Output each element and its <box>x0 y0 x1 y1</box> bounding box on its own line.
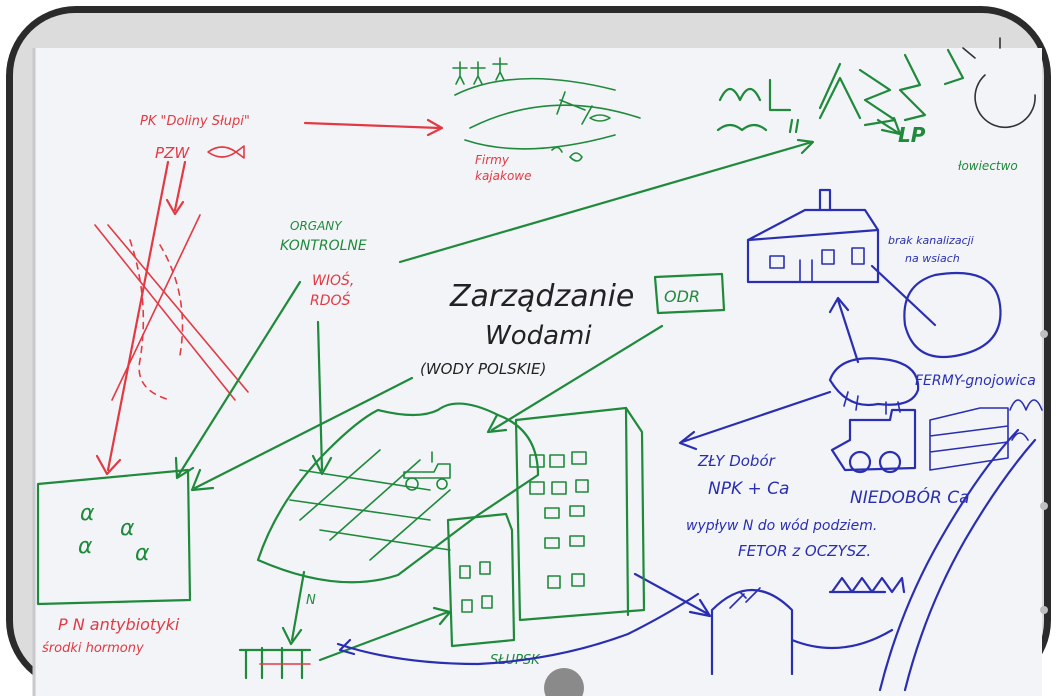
leaching-label: wypływ N do wód podziem. <box>686 518 877 534</box>
pn-label-line1: P N antybiotyki <box>58 615 180 634</box>
arrow-park-to-kayaks <box>303 118 444 137</box>
control-label-line2: KONTROLNE <box>280 238 367 254</box>
fertilizer-label-line2: NPK + Ca <box>708 479 789 499</box>
svg-text:α: α <box>78 534 93 559</box>
arrow-title-to-box <box>190 376 414 492</box>
pn-label-line2: środki hormony <box>42 641 144 656</box>
sewer-label-line1: brak kanalizacji <box>888 234 974 247</box>
kayak-squiggle <box>551 146 583 162</box>
odr-label: ODR <box>664 287 700 306</box>
arrow-odr-to-field <box>486 324 664 434</box>
red-arrow-pk <box>95 160 170 476</box>
binder-hole <box>1040 330 1048 338</box>
arrow-city-to-plant <box>633 572 712 618</box>
tree-icon <box>818 48 965 127</box>
protected-area-box <box>36 468 192 606</box>
svg-text:α: α <box>120 516 135 541</box>
truck-icon <box>830 407 1009 474</box>
river-curve <box>878 428 1037 692</box>
board-clip <box>544 668 584 696</box>
lp-label: LP <box>898 123 926 147</box>
control-label-line3: WIOŚ, <box>312 271 354 289</box>
title-line3: (WODY POLSKIE) <box>420 360 546 378</box>
title-line1: Zarządzanie <box>449 279 634 314</box>
arrow-farm-to-fertilizer <box>678 390 832 451</box>
sewage-pipe <box>870 264 937 327</box>
farm-squiggles <box>1009 399 1043 441</box>
control-label-line1: ORGANY <box>290 219 343 233</box>
river-waves <box>716 78 800 134</box>
alpha-symbols: α α α α <box>78 501 150 566</box>
arrow-farm-to-house <box>828 296 860 364</box>
arrow-field-to-well <box>281 570 306 646</box>
odor-label: FETOR z OCZYSZ. <box>738 542 871 560</box>
sun-icon <box>962 37 1036 129</box>
sewer-label-line2: na wsiach <box>905 252 960 265</box>
arrow-well-to-city <box>318 606 452 662</box>
treatment-plant-icon <box>710 587 794 676</box>
svg-text:α: α <box>80 501 95 526</box>
fish-icon <box>207 145 245 159</box>
binder-hole <box>1040 502 1048 510</box>
kayaks-label-line1: Firmy <box>475 153 510 167</box>
crossed-out-sketch <box>94 214 249 401</box>
pig-icon <box>828 357 920 415</box>
sewage-lake <box>903 271 1002 359</box>
ca-deficit-label: NIEDOBÓR Ca <box>850 486 970 508</box>
binder-hole <box>1040 606 1048 614</box>
title-line2: Wodami <box>485 321 592 351</box>
kayak-icon <box>454 77 641 150</box>
tractor-icon <box>403 451 451 491</box>
farmland-fields <box>256 402 540 584</box>
fertilizer-label-line1: ZŁY Dobór <box>697 452 776 470</box>
control-label-line4: RDOŚ <box>310 291 351 309</box>
blue-return-line <box>336 592 700 666</box>
house-icon <box>746 188 880 284</box>
pzw-label: PZW <box>155 144 190 162</box>
svg-text:α: α <box>135 541 150 566</box>
red-arrow-pzw <box>165 160 187 216</box>
building-icon <box>446 406 646 648</box>
zigzag-mark <box>828 576 906 594</box>
odr-box <box>653 272 726 315</box>
hunting-label: łowiectwo <box>958 159 1018 173</box>
kayaks-label-line2: kajakowe <box>475 169 531 183</box>
farms-label: FERMY-gnojowica <box>915 373 1036 389</box>
people-icon <box>452 57 508 85</box>
outflow-pipe <box>790 628 894 650</box>
park-label: PK "Doliny Słupi" <box>140 114 250 129</box>
n-label: N <box>306 593 316 608</box>
arrow-control-to-river <box>398 138 815 264</box>
well-icon <box>238 646 312 680</box>
arrow-to-lp <box>876 116 902 136</box>
